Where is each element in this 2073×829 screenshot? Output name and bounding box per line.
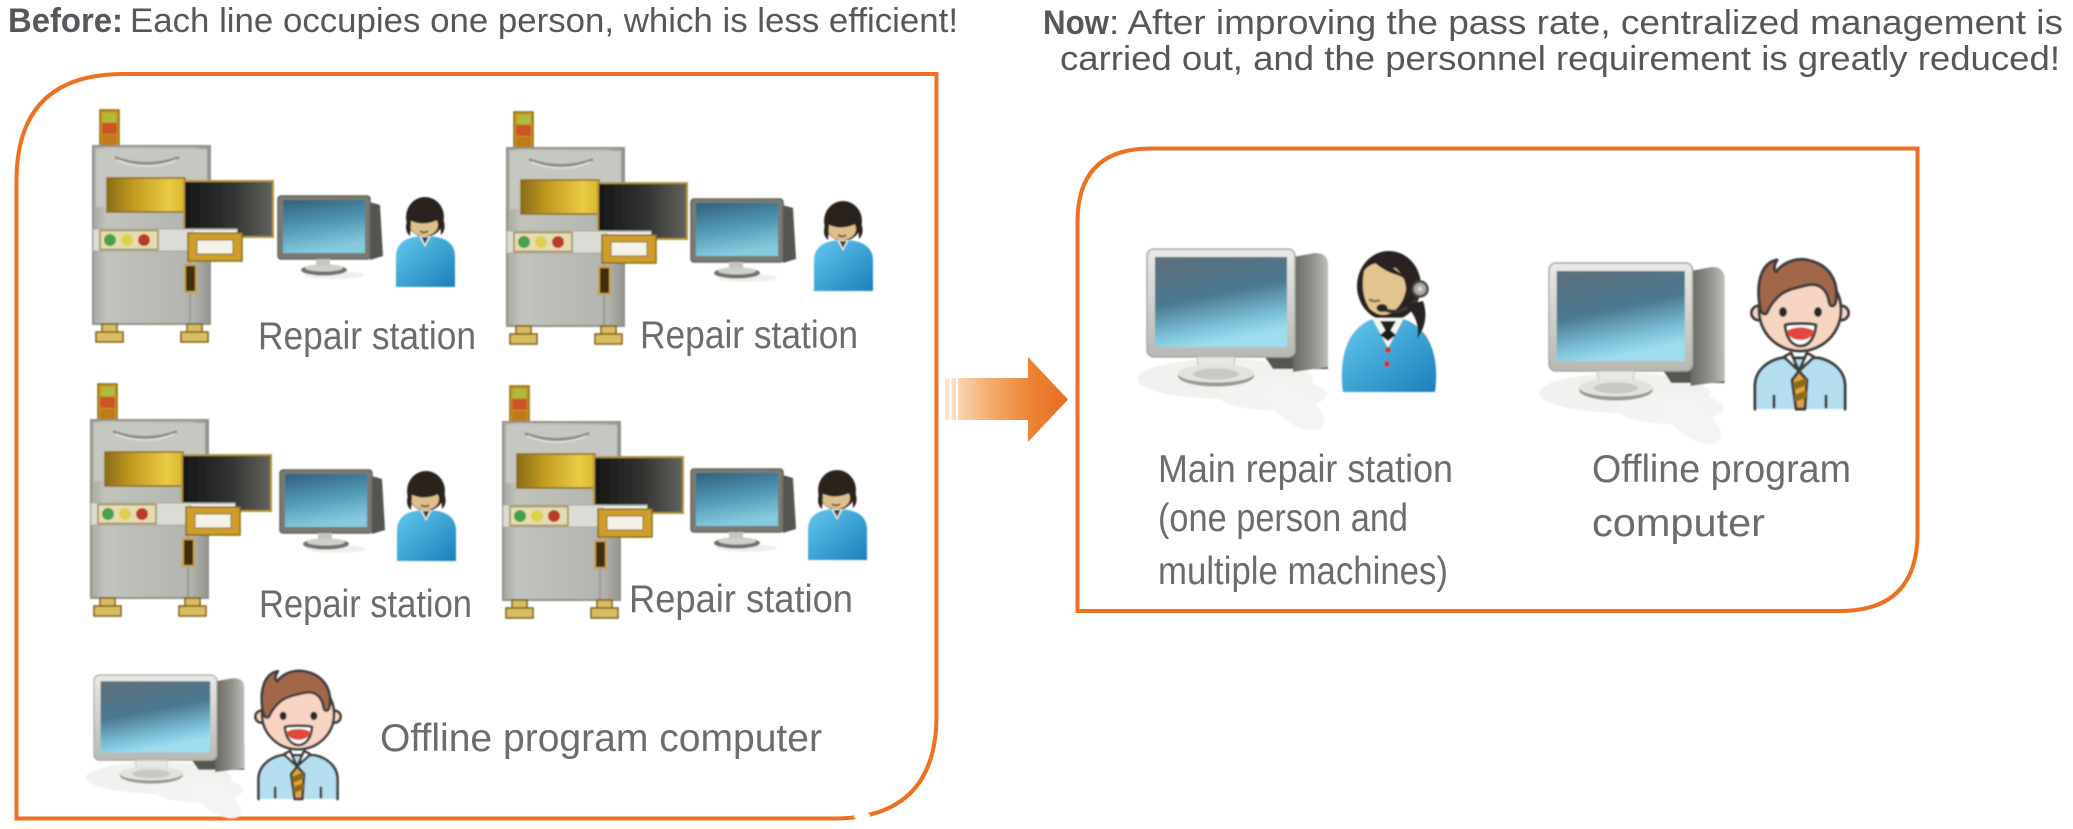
svg-text:Now: Now (1043, 4, 1109, 42)
svg-text:multiple machines): multiple machines) (1158, 550, 1448, 593)
svg-text:computer: computer (1592, 502, 1765, 545)
svg-text:: After improving the pass rat: : After improving the pass rate, central… (1109, 4, 2063, 42)
svg-text:Repair station: Repair station (629, 578, 853, 621)
svg-text:Repair station: Repair station (258, 315, 476, 358)
svg-text:Offline program: Offline program (1592, 448, 1851, 491)
svg-text:Before:: Before: (8, 2, 123, 40)
svg-text:carried out, and the personnel: carried out, and the personnel requireme… (1060, 40, 2060, 78)
svg-text:(one person and: (one person and (1158, 497, 1408, 540)
svg-text:Main repair station: Main repair station (1158, 448, 1453, 491)
svg-text:Repair station: Repair station (259, 583, 472, 626)
svg-text:Offline program computer: Offline program computer (380, 717, 822, 760)
svg-text:Each line occupies one person,: Each line occupies one person, which is … (130, 2, 958, 40)
svg-text:Repair station: Repair station (640, 314, 858, 357)
